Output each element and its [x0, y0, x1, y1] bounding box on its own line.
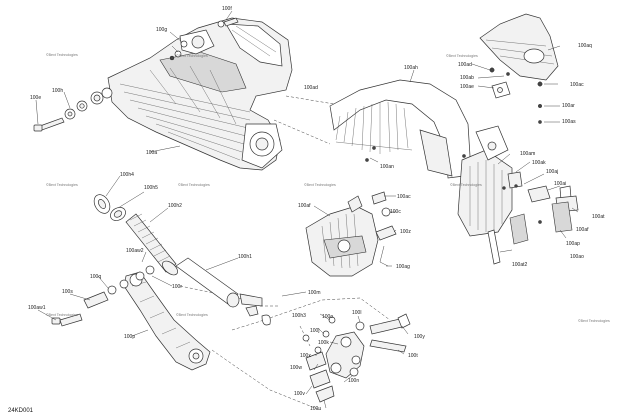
watermark-text: ©Bext Technologies [578, 319, 610, 323]
label-100ao: 100ao [570, 254, 584, 260]
label-100aw1: 100aw1 [28, 305, 46, 311]
watermark-text: ©Bext Technologies [176, 54, 208, 58]
label-100ab: 100ab [460, 75, 474, 81]
swingarm-leaders [35, 10, 233, 153]
label-100o: 100o [322, 314, 333, 320]
watermark-text: ©Bext Technologies [46, 183, 78, 187]
label-100u: 100u [310, 406, 321, 412]
label-100at2: 100at2 [512, 262, 528, 268]
label-100y: 100y [414, 334, 425, 340]
watermark-text: ©Bext Technologies [178, 183, 210, 187]
shock-absorber-part [93, 194, 271, 326]
rear-fender-part [329, 79, 471, 179]
watermark-text: ©Bext Technologies [46, 313, 78, 317]
watermark-text: ©Bext Technologies [450, 183, 482, 187]
label-100am: 100am [520, 151, 535, 157]
label-100j: 100j [310, 328, 319, 334]
label-100aq: 100aq [578, 43, 592, 49]
swingarm-part [107, 17, 293, 171]
linkage-lever-part [51, 265, 211, 371]
label-100p: 100p [124, 334, 135, 340]
fender-leaders [369, 69, 579, 253]
label-100e: 100e [30, 95, 41, 101]
alignment-line [211, 349, 321, 411]
label-100at: 100at [592, 214, 605, 220]
label-100ak: 100ak [532, 160, 546, 166]
watermark-text: ©Bext Technologies [176, 313, 208, 317]
label-100ah: 100ah [404, 65, 418, 71]
alignment-line [285, 95, 335, 105]
label-100q: 100q [90, 274, 101, 280]
label-100r: 100r [172, 284, 182, 290]
watermarks: ©Bext Technologies ©Bext Technologies ©B… [46, 53, 610, 323]
linkage-leaders [37, 275, 149, 337]
label-100ap: 100ap [566, 241, 580, 247]
label-100g: 100g [156, 27, 167, 33]
label-100af: 100af [298, 203, 311, 209]
label-100h5: 100h5 [144, 185, 158, 191]
label-100h3: 100h3 [292, 313, 306, 319]
label-100ae: 100ae [460, 84, 474, 90]
label-100af2: 100af [576, 227, 589, 233]
label-100s: 100s [62, 289, 73, 295]
part-labels: 100f 100g 100e 100h 100a 100ad 100ah 100… [28, 6, 605, 412]
side-bracket-part [305, 191, 397, 277]
license-plate-assembly [457, 125, 579, 265]
label-100h4: 100h4 [120, 172, 134, 178]
diagram-code: 24KD001 [8, 408, 34, 414]
tail-cover-leaders [471, 45, 561, 123]
alignment-line [231, 297, 391, 331]
label-100h: 100h [52, 88, 63, 94]
label-100n: 100n [348, 378, 359, 384]
label-100an: 100an [380, 164, 394, 170]
label-100z: 100z [400, 229, 411, 235]
shock-leaders [105, 175, 307, 297]
shock-links-part [302, 313, 411, 403]
label-100c: 100c [390, 209, 401, 215]
label-100w: 100w [290, 365, 302, 371]
label-100ac: 100ac [397, 194, 411, 200]
alignment-line [273, 119, 331, 145]
label-100v: 100v [294, 391, 305, 397]
watermark-text: ©Bext Technologies [304, 183, 336, 187]
label-100k: 100k [318, 340, 329, 346]
label-100h2: 100h2 [168, 203, 182, 209]
watermark-text: ©Bext Technologies [46, 53, 78, 57]
label-100ac-r: 100ac [570, 82, 584, 88]
label-100x: 100x [300, 353, 311, 359]
tail-cover-part [479, 13, 559, 124]
label-100ar: 100ar [562, 103, 575, 109]
label-100ag: 100ag [396, 264, 410, 270]
label-100aw2: 100aw2 [126, 248, 144, 254]
label-100a: 100a [146, 150, 157, 156]
label-100as: 100as [562, 119, 576, 125]
label-100ai: 100ai [554, 181, 566, 187]
label-100h1: 100h1 [238, 254, 252, 260]
side-bracket-leaders [313, 195, 397, 267]
watermark-text: ©Bext Technologies [446, 54, 478, 58]
shock-links-leaders [305, 313, 409, 409]
label-100t: 100t [408, 353, 418, 359]
label-100ad-r: 100ad [458, 62, 472, 68]
label-100ad-top: 100ad [304, 85, 318, 91]
label-100l: 100l [352, 310, 361, 316]
swingarm-hardware [33, 17, 239, 132]
label-100m: 100m [308, 290, 321, 296]
label-100aj: 100aj [546, 169, 558, 175]
label-100f: 100f [222, 6, 232, 12]
